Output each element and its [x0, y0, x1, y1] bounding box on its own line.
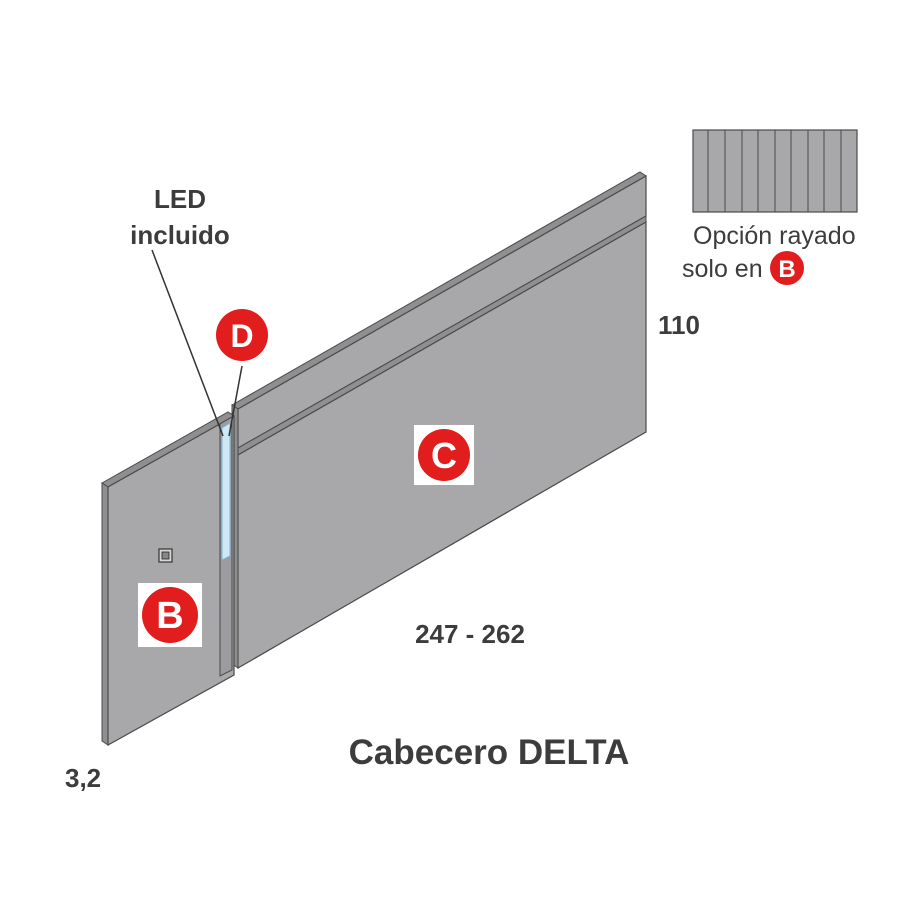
led-label-line2: incluido — [130, 220, 230, 250]
led-leader-line — [151, 249, 224, 437]
dimension-width: 247 - 262 — [415, 619, 525, 649]
panel-c — [231, 171, 647, 670]
diagram-title: Cabecero DELTA — [349, 733, 630, 772]
panel-b — [101, 411, 235, 747]
dimension-height: 110 — [658, 310, 700, 340]
stripe-option-line1: Opción rayado — [693, 222, 856, 250]
led-label-line1: LED — [154, 184, 206, 214]
badge-b-small: B — [770, 251, 804, 285]
striped-panel-swatch — [692, 129, 858, 213]
badge-d: D — [216, 309, 268, 361]
badge-b: B — [138, 583, 202, 647]
stripe-option-line2: solo en — [682, 255, 763, 283]
led-strip — [221, 422, 231, 561]
badge-b-label: B — [156, 595, 183, 637]
dimension-depth: 3,2 — [65, 763, 101, 793]
light-switch-icon — [158, 548, 173, 563]
badge-c-label: C — [431, 435, 457, 476]
badge-b-small-label: B — [778, 256, 795, 283]
d-leader-line — [228, 365, 243, 437]
badge-d-label: D — [230, 318, 253, 354]
badge-c: C — [414, 425, 474, 485]
